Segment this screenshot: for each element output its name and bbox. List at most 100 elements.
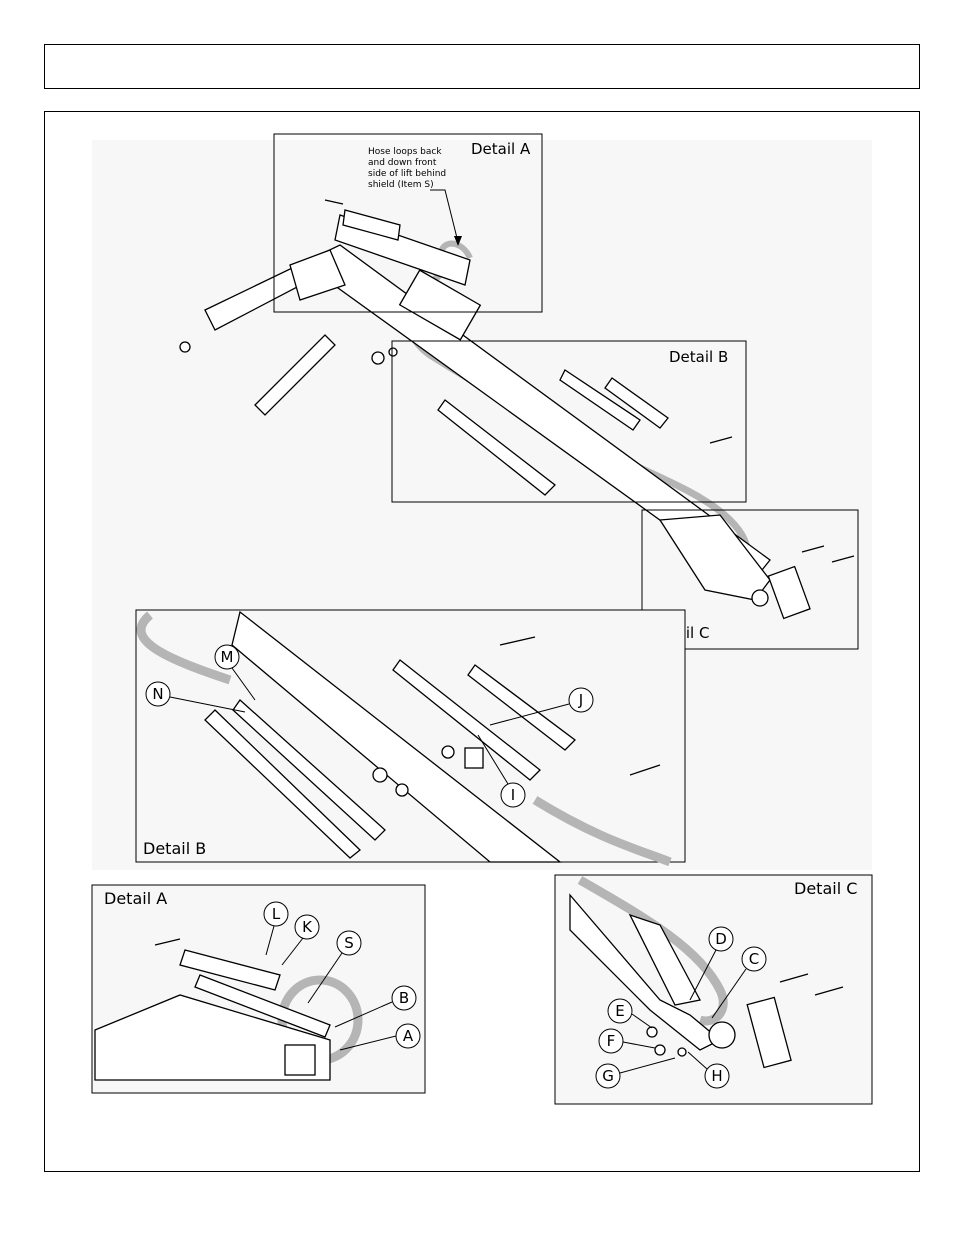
callout-n-circle (145, 681, 171, 707)
pin-c-1 (779, 973, 809, 983)
hose-note: Hose loops back and down front side of l… (368, 147, 449, 190)
pin-c-2 (814, 986, 844, 996)
callout-f-leader (622, 1041, 656, 1049)
nut-c-2 (654, 1044, 666, 1056)
detail-a-label-overview: Detail A (471, 140, 531, 158)
hub (751, 589, 769, 607)
pivot-block (398, 269, 482, 341)
rail-a (194, 974, 331, 1038)
hose-b-right (532, 796, 672, 867)
callout-g-circle (595, 1063, 621, 1089)
detail-b-label: Detail B (143, 839, 206, 858)
mount-plate-c (746, 996, 792, 1069)
callout-n-leader (169, 696, 246, 713)
bracket-c (628, 913, 701, 1006)
detail-a-panel: Detail A L K S B A (91, 884, 426, 1094)
nut-b (395, 783, 409, 797)
arm-bracket (289, 249, 346, 301)
callout-s: S (344, 934, 354, 952)
callout-m-circle (214, 644, 240, 670)
hose-c (577, 876, 728, 1026)
callout-b-circle (391, 985, 417, 1011)
arm-c (569, 893, 722, 1051)
header-box (44, 44, 920, 89)
upper-link (559, 369, 641, 431)
callout-j-circle (568, 687, 594, 713)
callout-s-circle (336, 930, 362, 956)
callout-c: C (749, 950, 759, 968)
pin (324, 199, 344, 205)
callout-b-leader (334, 1001, 393, 1028)
shield-b (467, 664, 576, 751)
pin-b-right (629, 764, 661, 776)
callout-k: K (302, 918, 313, 936)
bushing-b (464, 747, 484, 769)
cylinder-a (179, 949, 281, 991)
callout-d: D (715, 930, 727, 948)
callout-m-leader (231, 667, 256, 701)
detail-b-panel: Detail B M N J I (135, 609, 686, 867)
detail-c-label: Detail C (794, 879, 857, 898)
callout-l: L (272, 905, 281, 923)
callout-h: H (711, 1067, 722, 1085)
bushing (179, 341, 191, 353)
callout-h-circle (704, 1063, 730, 1089)
callout-n: N (152, 685, 163, 703)
hose-note-line-3: side of lift behind (368, 169, 446, 179)
shield-arm (604, 377, 669, 429)
bracket-a (284, 1044, 316, 1076)
callout-f-circle (598, 1028, 624, 1054)
hose-note-leader (430, 189, 459, 243)
callout-i-circle (500, 782, 526, 808)
detail-b-box (135, 609, 686, 863)
callout-j: J (578, 691, 583, 709)
arm-b (231, 610, 562, 863)
lower-cylinder (437, 399, 556, 496)
detail-b-box-overview (391, 340, 747, 503)
callout-d-leader (689, 949, 717, 1001)
callout-g: G (602, 1067, 614, 1085)
callout-e: E (615, 1002, 624, 1020)
top-cylinder (342, 209, 401, 241)
nut-c-1 (646, 1026, 658, 1038)
callout-l-leader (265, 925, 275, 956)
hose-note-line-4: shield (Item S) (368, 180, 434, 190)
callout-d-circle (708, 926, 734, 952)
callout-s-leader (307, 952, 343, 1004)
callout-m: M (221, 648, 234, 666)
detail-b-label-overview: Detail B (669, 348, 728, 366)
end-pins (801, 545, 855, 563)
lift-cylinder (254, 334, 336, 416)
callout-l-circle (263, 901, 289, 927)
mount-plate (767, 565, 811, 620)
washer-b (372, 767, 388, 783)
callout-f: F (607, 1032, 616, 1050)
callout-b: B (399, 989, 409, 1007)
callout-k-circle (294, 914, 320, 940)
link-b (392, 659, 541, 781)
hose-note-arrowhead (454, 236, 462, 246)
bolt-b (441, 745, 455, 759)
overview-assembly (179, 199, 855, 620)
callout-g-leader (619, 1057, 676, 1074)
detail-c-box-overview (641, 509, 859, 650)
hose-note-line-2: and down front (368, 158, 437, 168)
callout-c-circle (741, 946, 767, 972)
hose-note-line-1: Hose loops back (368, 147, 442, 157)
frame-a (94, 994, 331, 1081)
hose-b-left (136, 611, 232, 685)
pin-a (154, 938, 181, 946)
callout-c-leader (711, 968, 747, 1019)
callout-h-leader (687, 1051, 708, 1070)
callout-a-leader (339, 1035, 397, 1051)
callout-i-leader (477, 734, 509, 785)
hub-c (708, 1021, 736, 1049)
callout-a: A (403, 1027, 414, 1045)
washer-c (677, 1047, 687, 1057)
cylinder-tube-b (204, 709, 361, 859)
washer (388, 347, 398, 357)
cylinder-b (232, 699, 386, 841)
pin-b (709, 436, 733, 444)
detail-a-box-overview (273, 133, 543, 313)
